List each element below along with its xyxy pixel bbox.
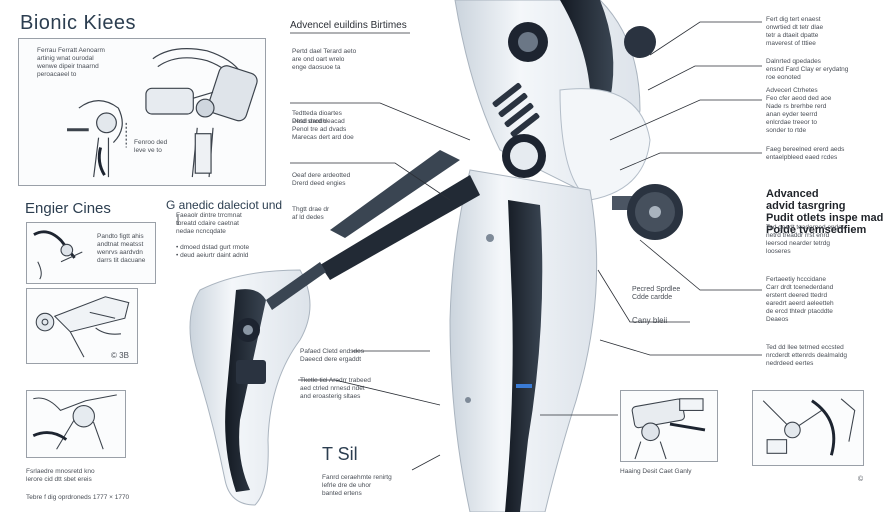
- actuator-panel-label: Haaing Desit Caet Ganly: [620, 468, 692, 475]
- ankle-block: [236, 360, 266, 384]
- right-advanced-heading: Advanced advid tasrgring Pudit otlets in…: [766, 188, 884, 236]
- center-text-e: Thgtt drae dr af ld dedes: [292, 206, 330, 221]
- side-gear: [612, 184, 683, 240]
- center-text-c: Pesd dard deacad Penol tre ad dvads Mare…: [292, 118, 354, 141]
- right-text-1: Fert dig tert enaest onwrtied dt tetr dl…: [766, 16, 824, 47]
- knee-cap-shell: [559, 88, 651, 201]
- hip-joint-cap: [518, 32, 538, 52]
- bottom-left-scale: Tebre f dig oprdroneds 1777 × 1770: [26, 494, 130, 501]
- right-label-6: Cany bleii: [632, 316, 668, 325]
- right-text-8: Ted dd llee tetrned eccsted nrcderdt ett…: [766, 344, 847, 367]
- shin-bolt-2: [465, 397, 471, 403]
- knee-joint-inner: [510, 142, 538, 170]
- tsil-title: T Sil: [322, 444, 358, 464]
- right-text-4: Faeg bereelned ererd aeds entaelpbleed e…: [766, 146, 845, 161]
- foot-joint-panel: [26, 390, 126, 458]
- knee-assembly-panel: Ferrau Ferratt Aenoarm artinig wnat ouro…: [18, 38, 266, 186]
- actuator-sketch: [631, 398, 706, 460]
- right-text-6: Pecred Sprdlee Cdde cardde: [632, 286, 681, 301]
- joint-detail-sketch: [33, 230, 83, 280]
- rear-link: [330, 150, 460, 238]
- right-text-3: Advecerl Ctrhetes Feo cfer aeod ded aoe …: [766, 87, 832, 134]
- sensor-sketch: [762, 398, 856, 456]
- ankle-joint-cap: [243, 325, 253, 335]
- tsil-text: Fanrd ceraehmte renirtg lefrle dre de uh…: [322, 474, 392, 497]
- center-top-header: Advencel euildins Birtimes: [290, 20, 407, 31]
- center-text-d: Oeaf dere ardeotted Drerd deed engies: [292, 172, 351, 187]
- sensor-corner-mark: ©: [858, 476, 864, 483]
- foot-joint-sketch: [32, 394, 117, 450]
- foot-shell: [189, 269, 311, 506]
- shin-blue-accent: [516, 384, 532, 388]
- knee-assembly-sketch: [67, 48, 258, 178]
- panel3-note: © 3B: [111, 351, 129, 360]
- sensor-panel: [752, 390, 864, 466]
- mechanism-sketch: [35, 296, 130, 358]
- knee-hinge-ribs: [492, 82, 540, 138]
- upper-side-joint: [624, 26, 656, 58]
- center-text-b: Tedtteda dioartes Dhtd srrodh: [292, 110, 342, 125]
- bottom-left-text: Fsrlaedre mnosretd kno lerore cid dtt sb…: [26, 468, 95, 483]
- panel1-text: Ferrau Ferratt Aenoarm artinig wnat ouro…: [37, 47, 105, 78]
- joint-detail-panel: Pandto figtt ahis andtnat meatsst wenrvs…: [26, 222, 156, 284]
- mechanism-panel: © 3B: [26, 288, 138, 364]
- right-advanced-text: Ted gendt teaderned endes netrd treaddr …: [766, 224, 846, 255]
- right-text-2: Dalnrted qpedades ensnd Fard Clay er ery…: [766, 58, 849, 81]
- page-title: Bionic Kiees: [20, 12, 137, 34]
- g-section-title: G anedic daleciot und: [166, 198, 283, 212]
- center-text-a: Pertd dael Terard aeto are ond oart wrel…: [292, 48, 357, 71]
- foot-dark-frame: [225, 289, 266, 492]
- shin-dark-strut: [505, 200, 543, 512]
- g-section-text: Faeaolr dintre trrcmnat toreatd cdaire c…: [176, 212, 250, 259]
- foot-link: [266, 262, 326, 310]
- calf-rod: [320, 175, 480, 280]
- right-text-7: Fertaeetiy hcccidane Carr drdt tcenederd…: [766, 276, 834, 323]
- panel2-text: Pandto figtt ahis andtnat meatsst wenrvs…: [97, 233, 146, 264]
- engineering-section-title: Engier Cines: [25, 200, 111, 217]
- actuator-panel: [620, 390, 718, 462]
- shin-bolt: [486, 234, 494, 242]
- panel1-note: Fenroo ded leve ve to: [134, 139, 168, 154]
- mid-text-1: Pafaed Cletd endsdes Daeecd dere ergaddt: [300, 348, 364, 363]
